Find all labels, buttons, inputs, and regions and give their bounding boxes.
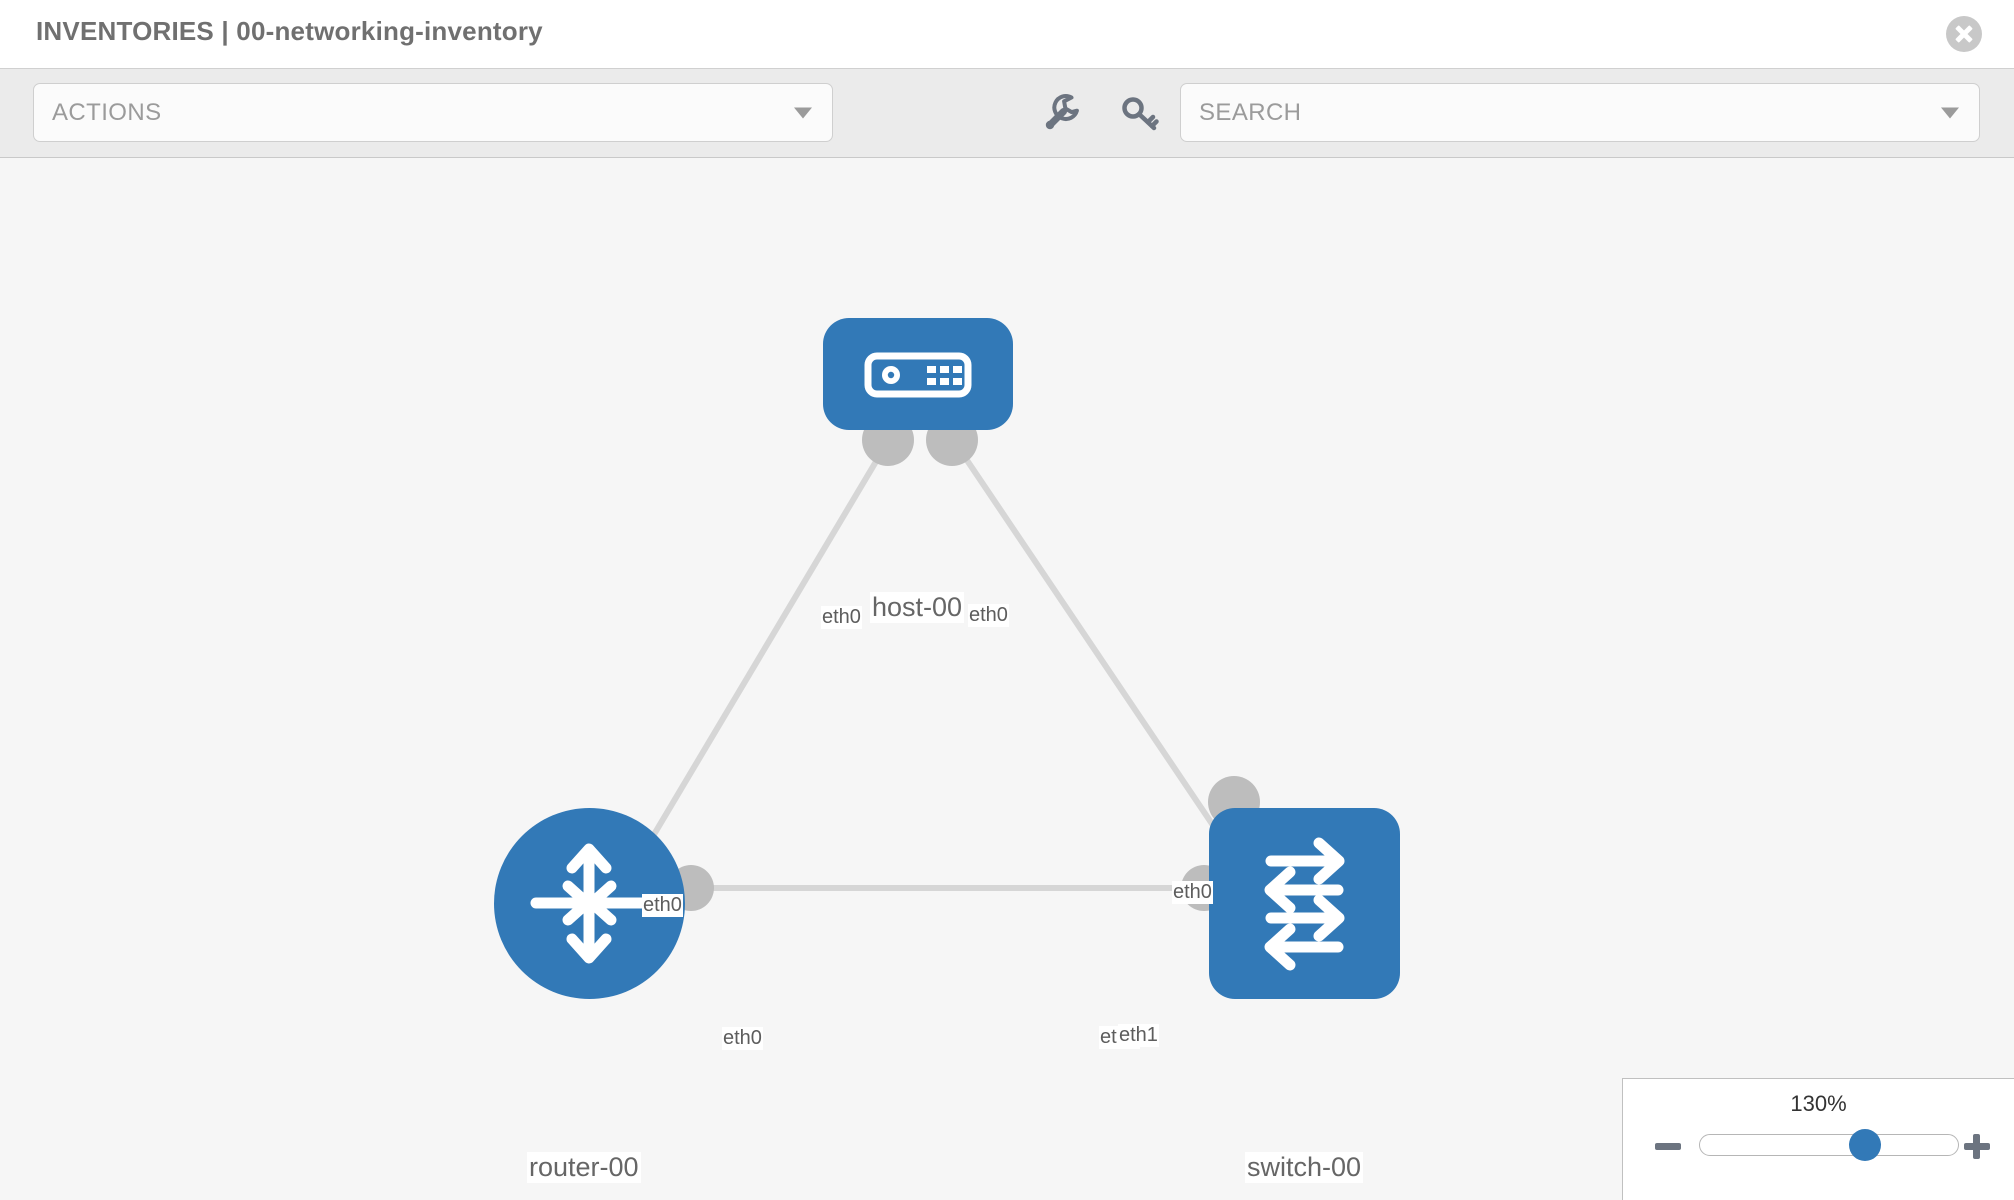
wrench-icon[interactable] — [1040, 91, 1084, 135]
toolbar: ACTIONS SEARCH — [0, 68, 2014, 158]
page-header: INVENTORIES | 00-networking-inventory — [0, 0, 2014, 68]
key-icon[interactable] — [1118, 91, 1162, 135]
minus-icon — [1655, 1143, 1681, 1150]
close-icon[interactable] — [1946, 16, 1982, 52]
search-input[interactable]: SEARCH — [1180, 83, 1980, 142]
interface-label-router-uplink: eth0 — [642, 894, 683, 917]
zoom-control-panel: 130% — [1622, 1078, 2014, 1200]
actions-dropdown[interactable]: ACTIONS — [33, 83, 833, 142]
interface-label-router-side: eth0 — [722, 1027, 763, 1050]
page-title: INVENTORIES | 00-networking-inventory — [36, 16, 543, 46]
zoom-level-label: 130% — [1790, 1091, 1847, 1116]
edge-host-switch — [949, 436, 1238, 860]
zoom-slider-thumb[interactable] — [1849, 1129, 1881, 1161]
zoom-slider-track[interactable] — [1699, 1134, 1959, 1156]
plus-icon-vertical — [1973, 1134, 1980, 1159]
node-label-host-00: host-00 — [870, 592, 965, 623]
node-label-switch-00: switch-00 — [1245, 1152, 1364, 1183]
actions-dropdown-label: ACTIONS — [52, 98, 162, 126]
chevron-down-icon — [1941, 107, 1959, 118]
topology-canvas[interactable]: host-00 router-00 switch-00 eth0 eth0 et… — [0, 158, 2014, 1200]
node-host-00[interactable] — [823, 318, 1013, 430]
interface-label-switch-side-b: eth1 — [1118, 1024, 1159, 1047]
interface-label-host-left: eth0 — [821, 606, 862, 629]
switch-arrows-icon — [1264, 837, 1345, 971]
node-label-router-00: router-00 — [527, 1152, 641, 1183]
interface-label-switch-uplink: eth0 — [1172, 881, 1213, 904]
edge-host-router — [637, 436, 893, 860]
topology-graph — [637, 414, 1260, 911]
chevron-down-icon — [794, 107, 812, 118]
node-switch-00[interactable] — [1209, 808, 1400, 999]
interface-label-host-right: eth0 — [968, 604, 1009, 627]
search-input-value: SEARCH — [1199, 98, 1302, 126]
router-arrows-icon — [530, 843, 649, 964]
zoom-in-button[interactable] — [1962, 1131, 1992, 1161]
server-icon — [864, 352, 972, 398]
zoom-out-button[interactable] — [1653, 1131, 1683, 1161]
